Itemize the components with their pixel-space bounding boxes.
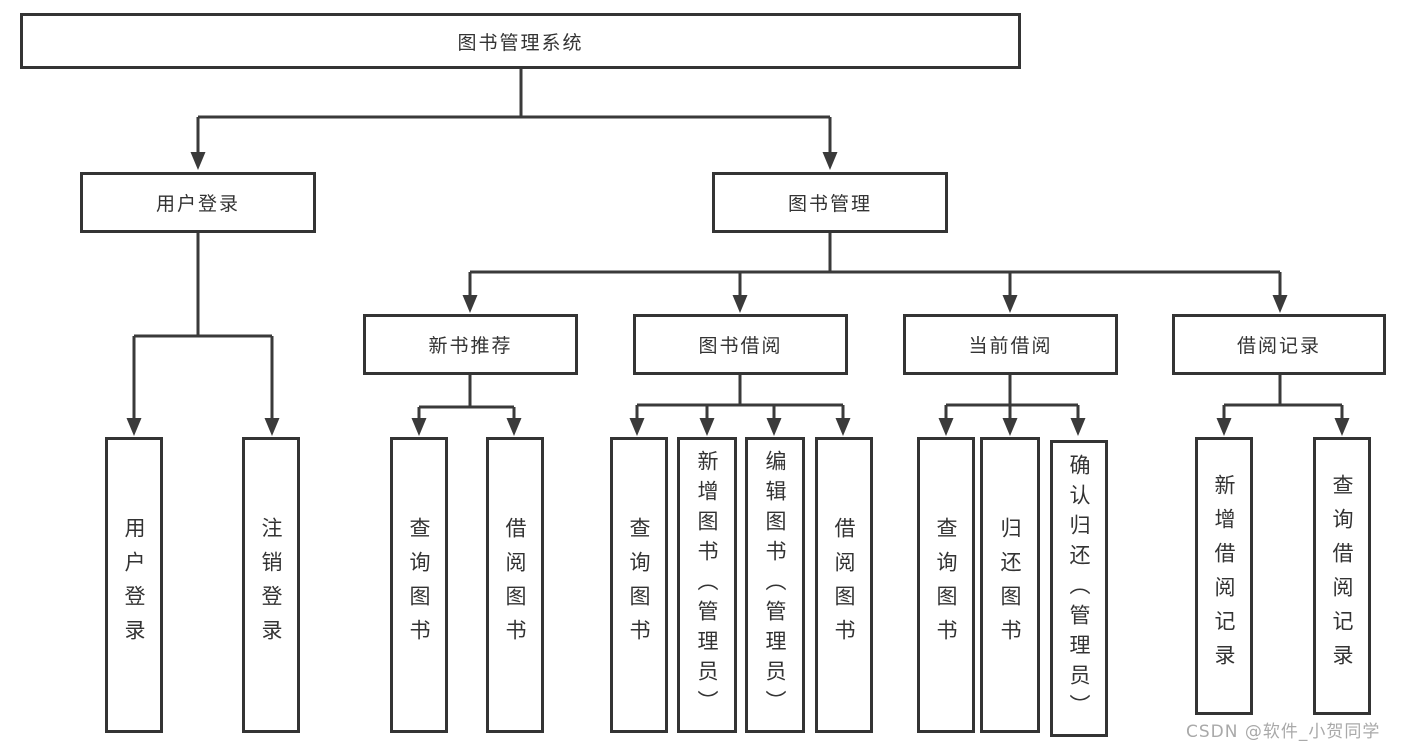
leaf-logout: 注销登录 — [242, 437, 300, 733]
leaf-confirm-return-admin: 确认归还（管理员） — [1050, 440, 1108, 737]
leaf-query-books-borrowing: 查询图书 — [610, 437, 668, 733]
arrow-down-icon — [1002, 418, 1018, 436]
arrow-down-icon — [126, 418, 142, 436]
leaf-edit-books-admin: 编辑图书（管理员） — [745, 437, 805, 733]
leaf-add-borrow-record: 新增借阅记录 — [1195, 437, 1253, 715]
leaf-query-books-current: 查询图书 — [917, 437, 975, 733]
arrow-down-icon — [1272, 295, 1288, 313]
arrow-down-icon — [1002, 295, 1018, 313]
node-book-borrowing: 图书借阅 — [633, 314, 848, 375]
arrow-down-icon — [411, 418, 427, 436]
leaf-return-books: 归还图书 — [980, 437, 1040, 733]
arrow-down-icon — [506, 418, 522, 436]
node-new-book-recommend: 新书推荐 — [363, 314, 578, 375]
arrow-down-icon — [732, 295, 748, 313]
connector-records-to-leaves — [1222, 374, 1344, 420]
arrow-down-icon — [938, 418, 954, 436]
node-book-management-branch: 图书管理 — [712, 172, 948, 233]
node-user-login-branch: 用户登录 — [80, 172, 316, 233]
leaf-query-books-recommend: 查询图书 — [390, 437, 448, 733]
arrow-down-icon — [835, 418, 851, 436]
leaf-user-login: 用户登录 — [105, 437, 163, 733]
arrowheads — [126, 152, 1350, 436]
connector-root-to-level2 — [196, 69, 832, 154]
node-current-borrowing: 当前借阅 — [903, 314, 1118, 375]
connector-userlogin-to-leaves — [132, 233, 274, 420]
arrow-down-icon — [1334, 418, 1350, 436]
node-book-management-system: 图书管理系统 — [20, 13, 1021, 69]
connector-newbook-to-leaves — [417, 374, 516, 420]
node-borrowing-records: 借阅记录 — [1172, 314, 1386, 375]
arrow-down-icon — [766, 418, 782, 436]
arrow-down-icon — [190, 152, 206, 170]
arrow-down-icon — [1216, 418, 1232, 436]
arrow-down-icon — [1070, 418, 1086, 436]
arrow-down-icon — [462, 295, 478, 313]
connector-current-to-leaves — [944, 374, 1080, 420]
leaf-borrow-books: 借阅图书 — [815, 437, 873, 733]
arrow-down-icon — [822, 152, 838, 170]
leaf-query-borrow-record: 查询借阅记录 — [1313, 437, 1371, 715]
arrow-down-icon — [264, 418, 280, 436]
arrow-down-icon — [629, 418, 645, 436]
leaf-borrow-books-recommend: 借阅图书 — [486, 437, 544, 733]
connector-bookmgmt-to-modules — [468, 233, 1282, 297]
csdn-watermark: CSDN @软件_小贺同学 — [1186, 722, 1381, 742]
arrow-down-icon — [699, 418, 715, 436]
connector-borrowing-to-leaves — [635, 374, 845, 420]
leaf-add-books-admin: 新增图书（管理员） — [677, 437, 737, 733]
